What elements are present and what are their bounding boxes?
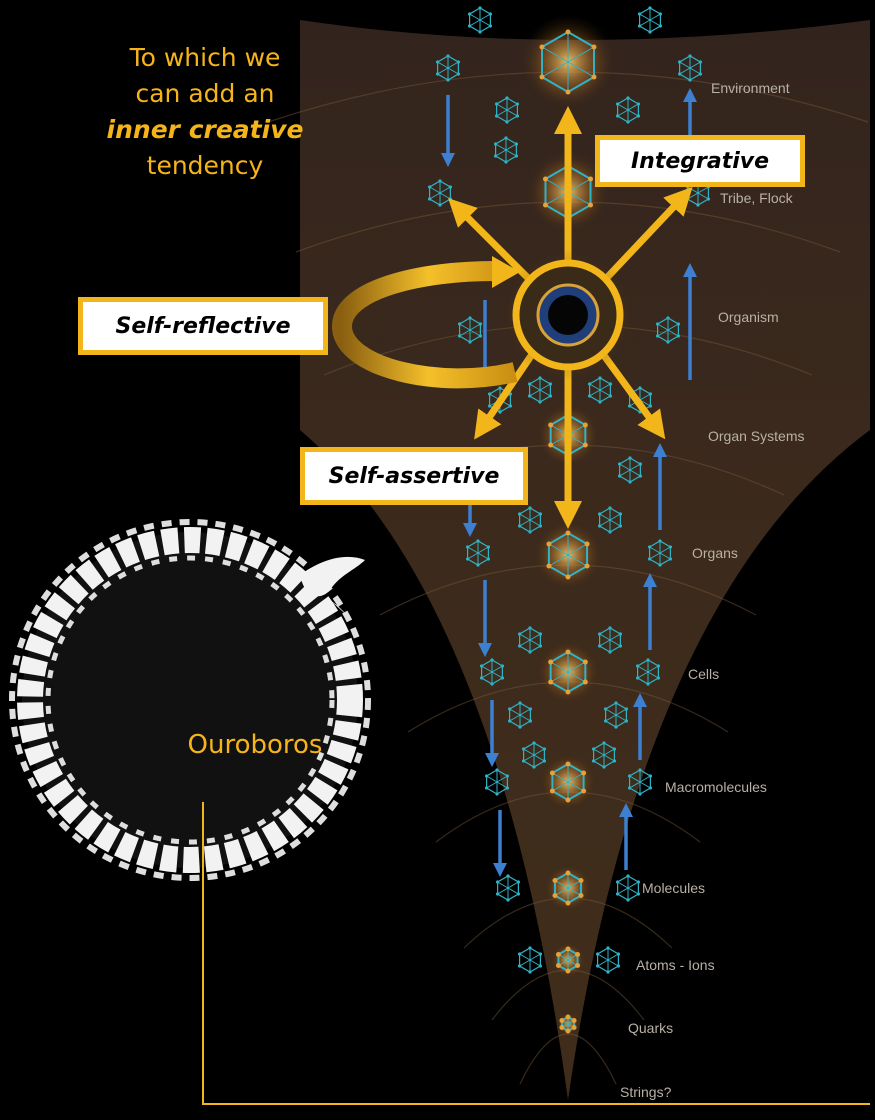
intro-text: To which we can add an inner creative te…: [60, 40, 350, 184]
lattice-node-34: [518, 946, 542, 973]
level-label-organ-systems: Organ Systems: [708, 428, 804, 444]
lattice-hub-4: [536, 640, 600, 704]
self-reflective-callout: Self-reflective: [78, 297, 328, 355]
level-label-atoms-ions: Atoms - Ions: [636, 957, 715, 973]
lattice-node-0: [468, 6, 492, 33]
ouroboros-caption: Ouroboros: [160, 730, 350, 760]
lattice-hub-3: [533, 520, 603, 590]
ouroboros-icon: [12, 522, 368, 878]
intro-line-1: To which we: [60, 40, 350, 76]
intro-line-2: can add an: [60, 76, 350, 112]
lattice-hub-5: [539, 753, 597, 811]
level-label-tribe-flock: Tribe, Flock: [720, 190, 793, 206]
lattice-node-33: [616, 874, 640, 901]
level-label-strings: Strings?: [620, 1084, 671, 1100]
level-label-organism: Organism: [718, 309, 779, 325]
level-label-quarks: Quarks: [628, 1020, 673, 1036]
level-label-cells: Cells: [688, 666, 719, 682]
lattice-hub-8: [557, 1013, 579, 1035]
lattice-hub-6: [544, 864, 592, 912]
self-node: [502, 249, 634, 381]
level-label-molecules: Molecules: [642, 880, 705, 896]
intro-emphasis: inner creative: [60, 112, 350, 148]
lattice-node-32: [496, 874, 520, 901]
level-label-organs: Organs: [692, 545, 738, 561]
lattice-hub-0: [520, 14, 616, 110]
lattice-node-35: [596, 946, 620, 973]
level-label-environment: Environment: [711, 80, 790, 96]
lattice-node-1: [638, 6, 662, 33]
integrative-callout: Integrative: [595, 135, 805, 187]
intro-line-4: tendency: [60, 148, 350, 184]
lattice-hub-7: [550, 942, 585, 977]
self-assertive-callout: Self-assertive: [300, 447, 528, 505]
level-label-macromolecules: Macromolecules: [665, 779, 767, 795]
